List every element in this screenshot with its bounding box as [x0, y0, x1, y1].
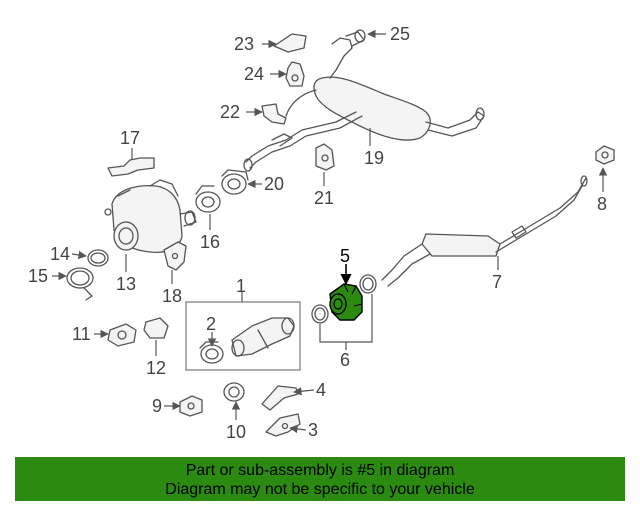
callout-9: 9	[152, 396, 162, 416]
callout-24: 24	[244, 64, 264, 84]
exhaust-parts-diagram: 1 2 3 4 5 6 7 8 9 10 11 12 13 14 15 16 1…	[28, 24, 615, 442]
hanger-part-9[interactable]	[179, 395, 203, 417]
callout-21: 21	[314, 188, 334, 208]
bracket-part-3[interactable]	[265, 413, 301, 437]
gasket-part-6[interactable]	[311, 274, 377, 324]
leader-lines	[52, 29, 608, 434]
clamp-part-16[interactable]	[195, 185, 221, 213]
callout-6: 6	[340, 350, 350, 370]
callout-2: 2	[206, 314, 216, 334]
rear-muffler-part-19[interactable]	[285, 29, 485, 141]
callout-22: 22	[220, 102, 240, 122]
callout-13: 13	[116, 274, 136, 294]
hanger-part-8[interactable]	[595, 145, 615, 165]
banner-line-1: Part or sub-assembly is #5 in diagram	[185, 462, 455, 479]
clamp-part-20[interactable]	[221, 169, 249, 195]
heat-shield-part-17[interactable]	[107, 157, 155, 177]
callout-20: 20	[264, 174, 284, 194]
callout-3: 3	[308, 420, 318, 440]
gasket-part-12[interactable]	[143, 317, 169, 339]
hanger-part-21[interactable]	[315, 143, 335, 171]
callout-5: 5	[340, 246, 350, 266]
callout-19: 19	[364, 148, 384, 168]
callout-1: 1	[236, 276, 246, 296]
clamp-part-15[interactable]	[66, 267, 94, 301]
callout-12: 12	[146, 358, 166, 378]
callout-10: 10	[226, 422, 246, 442]
highlighted-part-5[interactable]	[329, 283, 363, 321]
callout-11: 11	[72, 324, 91, 344]
info-banner: Part or sub-assembly is #5 in diagram Di…	[15, 457, 625, 501]
callout-23: 23	[234, 34, 254, 54]
callout-25: 25	[390, 24, 410, 44]
callout-17: 17	[120, 128, 140, 148]
callout-8: 8	[597, 194, 607, 214]
resonator-part-7[interactable]	[381, 175, 588, 287]
banner-line-2: Diagram may not be specific to your vehi…	[165, 481, 475, 498]
callout-18: 18	[162, 286, 182, 306]
converter-part-13[interactable]	[104, 179, 197, 254]
flange-part-11[interactable]	[107, 323, 137, 347]
intermediate-pipe[interactable]	[243, 111, 363, 172]
callout-7: 7	[492, 272, 502, 292]
bracket-part-18[interactable]	[163, 241, 187, 271]
callout-16: 16	[200, 232, 220, 252]
callout-14: 14	[50, 244, 70, 264]
hanger-part-24[interactable]	[285, 61, 305, 87]
heat-shield-part-23[interactable]	[273, 33, 307, 53]
callout-15: 15	[28, 266, 48, 286]
callout-4: 4	[316, 380, 326, 400]
bracket-part-22[interactable]	[261, 103, 287, 125]
bracket-part-4[interactable]	[261, 385, 299, 411]
gasket-part-14[interactable]	[87, 249, 109, 267]
callout-labels: 1 2 3 4 5 6 7 8 9 10 11 12 13 14 15 16 1…	[28, 24, 607, 442]
clamp-part-10[interactable]	[223, 382, 245, 402]
front-pipe-kit-part-1[interactable]	[185, 301, 301, 371]
